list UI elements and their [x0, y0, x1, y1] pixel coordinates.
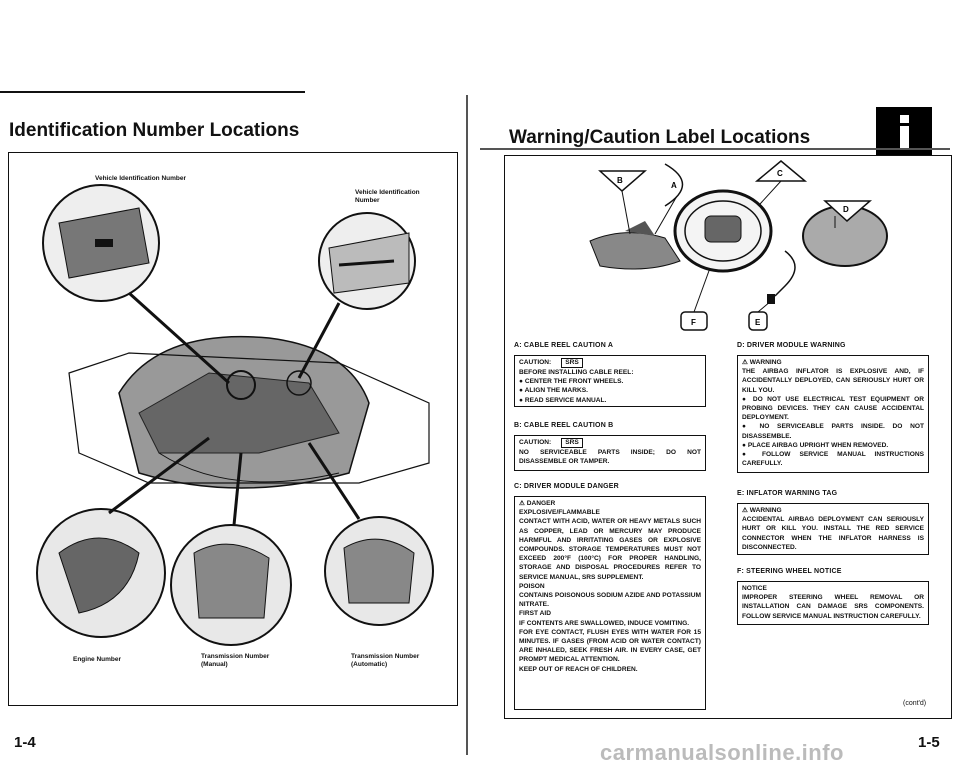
- caution-b-text: NO SERVICEABLE PARTS INSIDE; DO NOT DISA…: [519, 449, 701, 466]
- warning-d-box: ⚠ WARNING THE AIRBAG INFLATOR IS EXPLOSI…: [737, 355, 929, 473]
- caution-a-box: CAUTION: SRS BEFORE INSTALLING CABLE REEL…: [514, 355, 706, 407]
- letter-f: F: [691, 318, 696, 327]
- caution-a-line: BEFORE INSTALLING CABLE REEL:: [519, 369, 634, 376]
- danger-c-line: IF CONTENTS ARE SWALLOWED, INDUCE VOMITI…: [519, 619, 690, 627]
- warning-e-line: ⚠ WARNING: [742, 507, 782, 514]
- danger-c-line: EXPLOSIVE/FLAMMABLE: [519, 509, 600, 517]
- engine-bay-illustration: [36, 184, 434, 646]
- warning-d-line: ⚠ WARNING: [742, 359, 782, 366]
- warning-d-line: THE AIRBAG INFLATOR IS EXPLOSIVE AND, IF…: [742, 368, 924, 394]
- top-rule-left: [0, 91, 305, 93]
- page-title-left: Identification Number Locations: [9, 120, 300, 141]
- warning-d-line: ● FOLLOW SERVICE MANUAL INSTRUCTIONS CAR…: [742, 451, 924, 468]
- warning-e-line: ACCIDENTAL AIRBAG DEPLOYMENT CAN SERIOUS…: [742, 516, 924, 551]
- danger-c-line: CONTAINS POISONOUS SODIUM AZIDE AND POTA…: [519, 592, 701, 609]
- warning-d-line: ● PLACE AIRBAG UPRIGHT WHEN REMOVED.: [742, 441, 889, 449]
- notice-f-box: NOTICE IMPROPER STEERING WHEEL REMOVAL O…: [737, 581, 929, 625]
- page-title-right: Warning/Caution Label Locations: [509, 127, 811, 148]
- section-c-heading: C: DRIVER MODULE DANGER: [514, 483, 619, 490]
- transmission-manual-label: Transmission Number (Manual): [201, 653, 270, 668]
- letter-b: B: [617, 176, 623, 185]
- page-number-left: 1-4: [14, 734, 36, 751]
- danger-c-line: POISON: [519, 582, 545, 590]
- engine-number-label: Engine Number: [73, 656, 122, 663]
- danger-c-line: FOR EYE CONTACT, FLUSH EYES WITH WATER F…: [519, 628, 701, 664]
- danger-c-line: ⚠ DANGER: [519, 500, 556, 507]
- danger-c-box: ⚠ DANGER EXPLOSIVE/FLAMMABLE CONTACT WIT…: [514, 496, 706, 710]
- notice-f-line: IMPROPER STEERING WHEEL REMOVAL OR INSTA…: [742, 594, 924, 620]
- caution-b-box: CAUTION: SRS NO SERVICEABLE PARTS INSIDE;…: [514, 435, 706, 471]
- srs-badge-b: SRS: [561, 438, 583, 448]
- caution-a-title: CAUTION:: [519, 359, 552, 366]
- letter-c: C: [777, 169, 783, 178]
- notice-f-line: NOTICE: [742, 585, 767, 592]
- warning-d-line: ● DO NOT USE ELECTRICAL TEST EQUIPMENT O…: [742, 395, 924, 422]
- danger-c-line: KEEP OUT OF REACH OF CHILDREN.: [519, 665, 638, 673]
- top-rule-right: [480, 148, 950, 150]
- page-number-right: 1-5: [918, 734, 940, 751]
- gutter-line: [466, 95, 468, 755]
- warning-labels-panel: B A C D F E A: CABLE REEL CAUTION A CAUT…: [504, 155, 952, 719]
- srs-badge-a: SRS: [561, 358, 583, 368]
- section-a-heading: A: CABLE REEL CAUTION A: [514, 342, 614, 349]
- continued-note: (cont'd): [903, 700, 927, 707]
- section-e-heading: E: INFLATOR WARNING TAG: [737, 490, 838, 497]
- steering-wheel-diagram: B A C D F E: [589, 160, 888, 331]
- watermark-text: carmanualsonline.info: [600, 740, 844, 765]
- transmission-automatic-label: Transmission Number (Automatic): [351, 653, 420, 668]
- section-f-heading: F: STEERING WHEEL NOTICE: [737, 568, 842, 575]
- warning-e-box: ⚠ WARNING ACCIDENTAL AIRBAG DEPLOYMENT C…: [737, 503, 929, 555]
- letter-a: A: [671, 181, 677, 190]
- caution-a-line: ● CENTER THE FRONT WHEELS.: [519, 378, 624, 386]
- warning-d-line: ● NO SERVICEABLE PARTS INSIDE. DO NOT DI…: [742, 423, 924, 440]
- letter-d: D: [843, 205, 849, 214]
- letter-e: E: [755, 318, 761, 327]
- info-icon: [876, 107, 932, 157]
- vin-label-top-right: Vehicle Identification Number: [355, 189, 420, 204]
- danger-c-line: CONTACT WITH ACID, WATER OR HEAVY METALS…: [519, 518, 701, 581]
- danger-c-line: FIRST AID: [519, 610, 551, 618]
- section-b-heading: B: CABLE REEL CAUTION B: [514, 422, 614, 429]
- caution-b-title: CAUTION:: [519, 439, 552, 446]
- caution-a-line: ● READ SERVICE MANUAL.: [519, 396, 607, 404]
- identification-figure-panel: Vehicle Identification Number Vehicle Id…: [8, 152, 458, 706]
- caution-a-line: ● ALIGN THE MARKS.: [519, 387, 588, 395]
- vin-label-top-left: Vehicle Identification Number: [95, 175, 187, 182]
- section-d-heading: D: DRIVER MODULE WARNING: [737, 342, 846, 349]
